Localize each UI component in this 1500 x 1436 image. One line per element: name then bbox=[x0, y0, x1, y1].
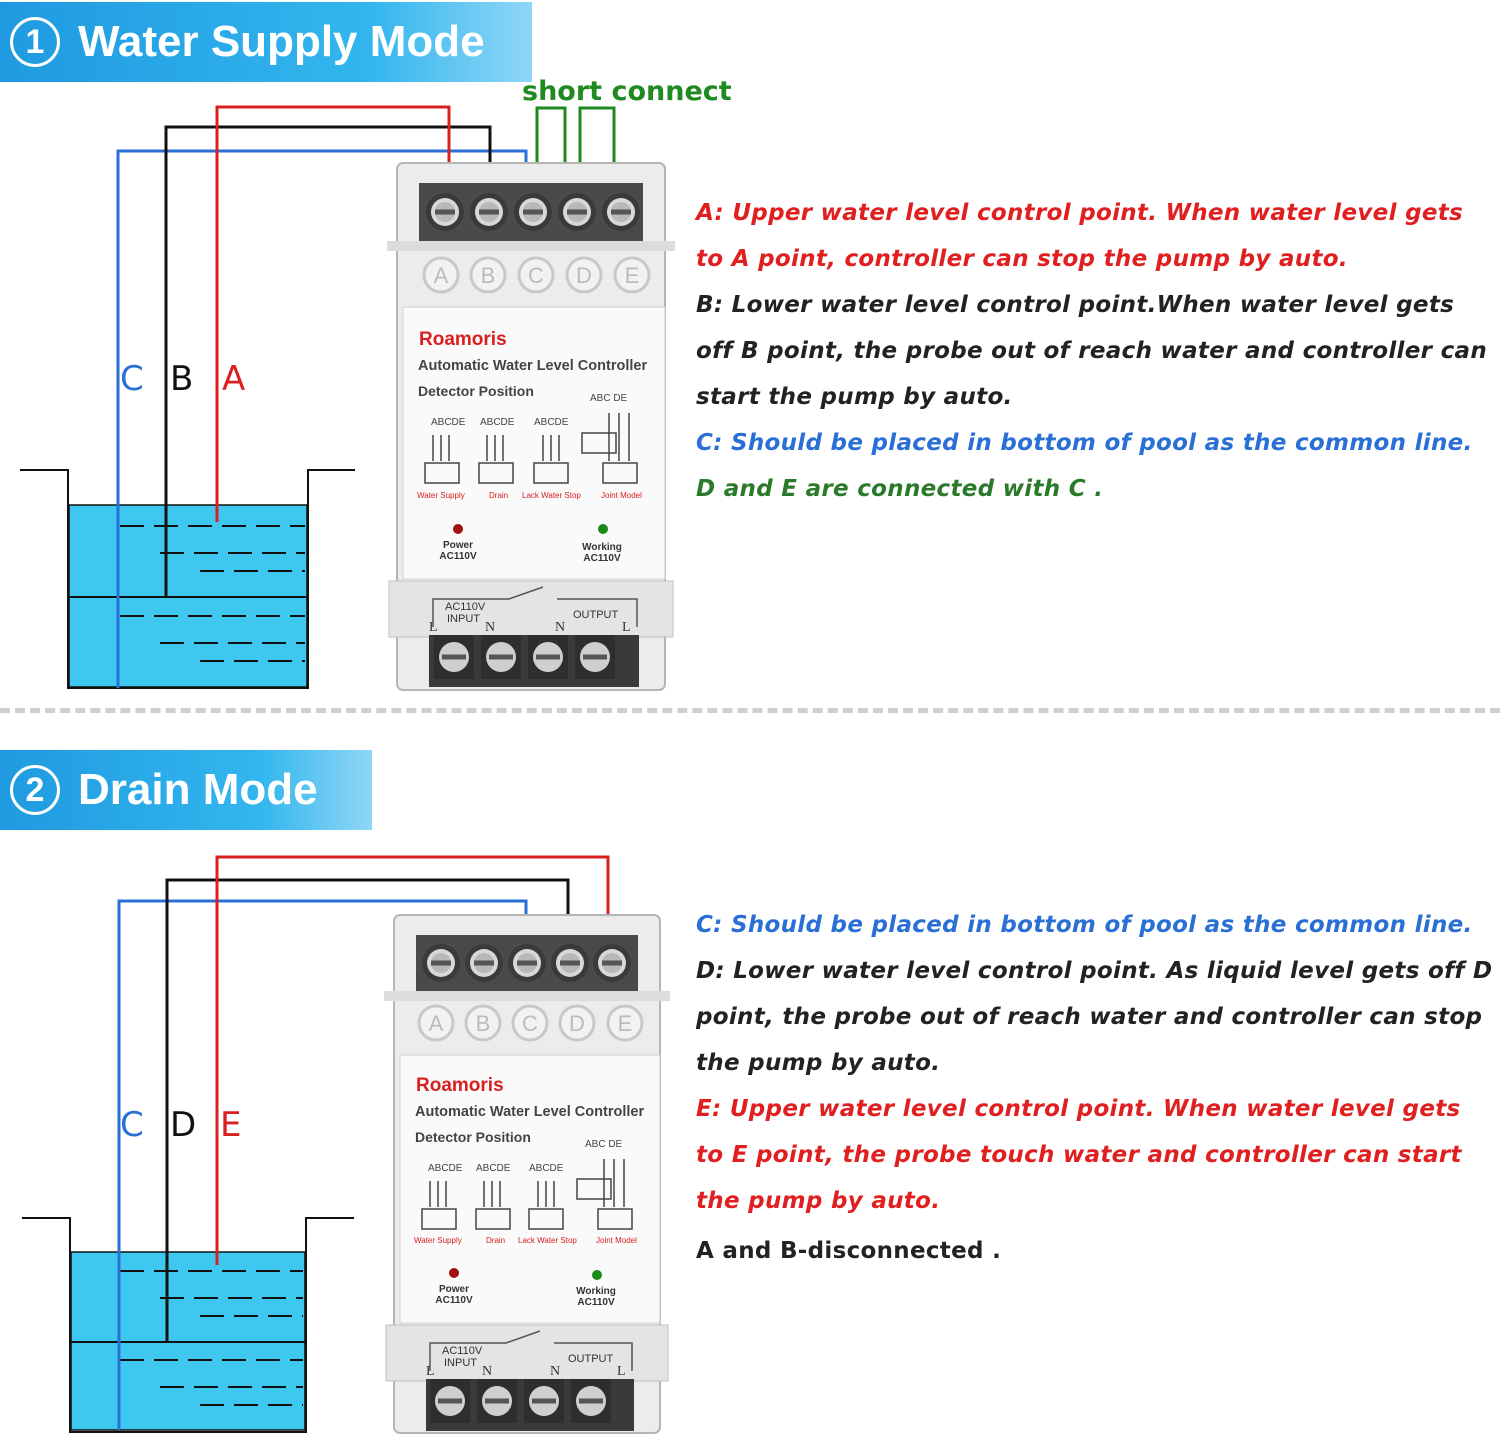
desc-d-2: D: Lower water level control point. As l… bbox=[696, 958, 1493, 1076]
terminal-screws-top-2 bbox=[422, 944, 631, 982]
pin-n-out: N bbox=[555, 620, 565, 635]
wire-a-1 bbox=[215, 105, 451, 522]
terminal-c-2: C bbox=[522, 1011, 538, 1036]
mode-drain: Drain bbox=[489, 491, 508, 500]
working-label-2: Working bbox=[576, 1286, 616, 1297]
working-voltage-2: AC110V bbox=[577, 1297, 615, 1308]
detector-label-1: Detector Position bbox=[418, 383, 534, 399]
power-led-1 bbox=[453, 524, 463, 534]
section1-banner: 1 Water Supply Mode bbox=[0, 2, 532, 82]
mode-joint-model-2: Joint Model bbox=[596, 1236, 637, 1245]
wire-label-b-1: B bbox=[170, 359, 193, 399]
controller-device-2: A B C D E Roamoris Automatic Water Level… bbox=[384, 914, 670, 1434]
desc-ab-2: A and B-disconnected . bbox=[696, 1238, 1002, 1264]
device-model-1: Automatic Water Level Controller bbox=[418, 358, 647, 374]
terminal-d-2: D bbox=[569, 1011, 585, 1036]
wire-label-d-2: D bbox=[170, 1105, 196, 1145]
wire-d-2 bbox=[165, 878, 570, 1342]
section1-descriptions: A: Upper water level control point. When… bbox=[696, 190, 1496, 512]
section1-number: 1 bbox=[10, 17, 60, 67]
desc-c-2: C: Should be placed in bottom of pool as… bbox=[696, 912, 1473, 938]
wire-e-2 bbox=[215, 855, 610, 1265]
short-connect-wires bbox=[535, 106, 616, 192]
section2-descriptions: C: Should be placed in bottom of pool as… bbox=[696, 902, 1496, 1274]
device-brand-2: Roamoris bbox=[416, 1075, 504, 1096]
power-led-2 bbox=[449, 1268, 459, 1278]
short-connect-label: short connect bbox=[522, 76, 732, 107]
desc-de-1: D and E are connected with C . bbox=[696, 476, 1104, 502]
group-label-1: ABCDE bbox=[431, 417, 466, 428]
group-label-3: ABCDE bbox=[534, 417, 569, 428]
device-brand-1: Roamoris bbox=[419, 329, 507, 350]
wire-label-a-1: A bbox=[222, 359, 245, 399]
wire-b-1 bbox=[164, 125, 492, 597]
terminal-c: C bbox=[528, 263, 544, 288]
section1-title: Water Supply Mode bbox=[78, 17, 485, 66]
mode-lack-water-stop-2: Lack Water Stop bbox=[518, 1236, 577, 1245]
terminal-b: B bbox=[481, 263, 496, 288]
output-label-2: OUTPUT bbox=[568, 1353, 614, 1365]
desc-a-1: A: Upper water level control point. When… bbox=[696, 200, 1464, 272]
terminal-a: A bbox=[434, 263, 449, 288]
pin-n-in-2: N bbox=[482, 1364, 492, 1379]
group-label-4: ABC DE bbox=[590, 393, 628, 404]
pin-l-out-2: L bbox=[617, 1364, 626, 1379]
mode-water-supply-2: Water Supply bbox=[414, 1236, 462, 1245]
detector-label-2: Detector Position bbox=[415, 1129, 531, 1145]
terminal-a-2: A bbox=[429, 1011, 444, 1036]
section2-title: Drain Mode bbox=[78, 765, 318, 814]
group-label-3b: ABCDE bbox=[529, 1163, 564, 1174]
input-label-2: INPUT bbox=[444, 1357, 477, 1369]
mode-lack-water-stop: Lack Water Stop bbox=[522, 491, 581, 500]
power-voltage-1: AC110V bbox=[439, 551, 477, 562]
section2-tank bbox=[22, 1217, 354, 1433]
terminal-b-2: B bbox=[476, 1011, 491, 1036]
mode-water-supply: Water Supply bbox=[417, 491, 465, 500]
working-led-1 bbox=[598, 524, 608, 534]
wire-label-e-2: E bbox=[220, 1105, 241, 1145]
wire-label-c-2: C bbox=[120, 1105, 144, 1145]
group-label-2: ABCDE bbox=[480, 417, 515, 428]
output-label-1: OUTPUT bbox=[573, 609, 619, 621]
pin-l-out: L bbox=[622, 620, 631, 635]
desc-e-2: E: Upper water level control point. When… bbox=[696, 1096, 1462, 1214]
section1-tank bbox=[20, 469, 355, 689]
working-voltage-1: AC110V bbox=[583, 553, 621, 564]
input-voltage-1: AC110V bbox=[445, 601, 486, 613]
group-label-1b: ABCDE bbox=[428, 1163, 463, 1174]
section-divider bbox=[0, 708, 1500, 713]
terminal-screws-top-1 bbox=[426, 193, 640, 231]
terminal-e: E bbox=[625, 263, 640, 288]
terminal-letters-1: A B C D E bbox=[422, 256, 651, 294]
desc-c-1: C: Should be placed in bottom of pool as… bbox=[696, 430, 1473, 456]
controller-device-1: A B C D E Roamoris Automatic Water Level… bbox=[387, 162, 675, 691]
group-label-2b: ABCDE bbox=[476, 1163, 511, 1174]
terminal-d: D bbox=[576, 263, 592, 288]
desc-b-1: B: Lower water level control point.When … bbox=[696, 292, 1488, 410]
mode-joint-model: Joint Model bbox=[601, 491, 642, 500]
section2-number: 2 bbox=[10, 765, 60, 815]
mode-drain-2: Drain bbox=[486, 1236, 505, 1245]
pin-l-in: L bbox=[429, 620, 438, 635]
device-model-2: Automatic Water Level Controller bbox=[415, 1104, 644, 1120]
working-label-1: Working bbox=[582, 542, 622, 553]
input-label-1: INPUT bbox=[447, 613, 480, 625]
pin-n-in: N bbox=[485, 620, 495, 635]
mode-icons-1 bbox=[424, 413, 638, 484]
power-label-1: Power bbox=[443, 540, 473, 551]
working-led-2 bbox=[592, 1270, 602, 1280]
terminal-e-2: E bbox=[618, 1011, 633, 1036]
group-label-4b: ABC DE bbox=[585, 1139, 623, 1150]
wire-label-c-1: C bbox=[120, 359, 144, 399]
power-voltage-2: AC110V bbox=[435, 1295, 473, 1306]
input-voltage-2: AC110V bbox=[442, 1345, 483, 1357]
pin-l-in-2: L bbox=[426, 1364, 435, 1379]
section2-banner: 2 Drain Mode bbox=[0, 750, 372, 830]
pin-n-out-2: N bbox=[550, 1364, 560, 1379]
power-label-2: Power bbox=[439, 1284, 469, 1295]
